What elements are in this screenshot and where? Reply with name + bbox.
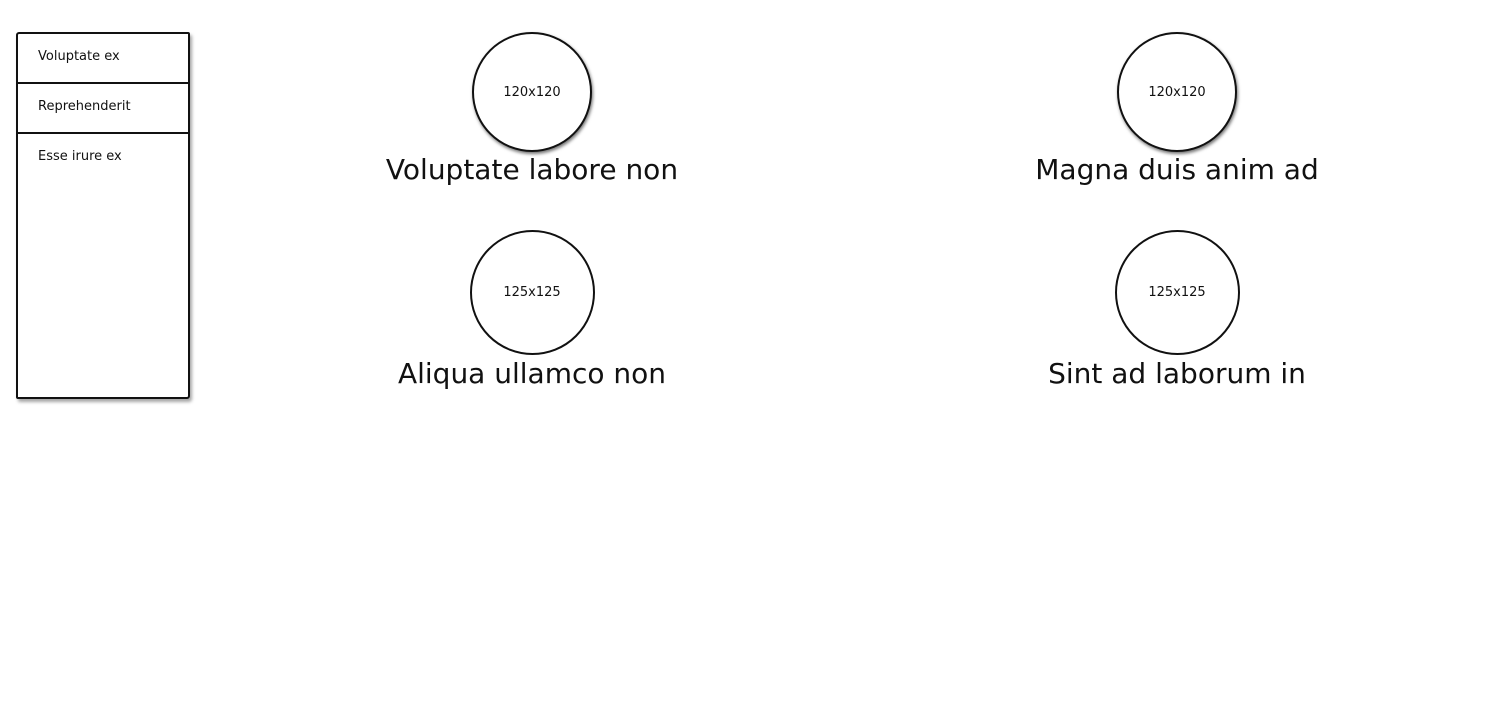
card-title: Sint ad laborum in [1048, 357, 1306, 390]
card-sint-ad-laborum-in: 125x125 Sint ad laborum in [1027, 230, 1327, 388]
card-title: Aliqua ullamco non [397, 357, 667, 390]
card-title: Magna duis anim ad [1035, 153, 1319, 186]
image-size-label: 125x125 [1148, 285, 1206, 300]
image-placeholder: 125x125 [469, 230, 595, 355]
image-size-label: 120x120 [1148, 84, 1206, 100]
sidebar-item-reprehenderit[interactable]: Reprehenderit [18, 84, 188, 134]
image-placeholder: 120x120 [472, 32, 592, 152]
sidebar-item-voluptate-ex[interactable]: Voluptate ex [18, 34, 188, 84]
sidebar-item-esse-irure-ex[interactable]: Esse irure ex [38, 149, 122, 164]
image-size-label: 120x120 [503, 84, 561, 100]
image-size-label: 125x125 [503, 285, 561, 300]
card-magna-duis-anim-ad: 120x120 Magna duis anim ad [1027, 32, 1327, 184]
card-voluptate-labore-non: 120x120 Voluptate labore non [382, 32, 682, 184]
image-placeholder: 125x125 [1114, 230, 1240, 355]
card-title: Voluptate labore non [385, 153, 679, 186]
sidebar-list: Voluptate ex Reprehenderit Esse irure ex [16, 32, 190, 399]
image-placeholder: 120x120 [1117, 32, 1237, 152]
card-aliqua-ullamco-non: 125x125 Aliqua ullamco non [382, 230, 682, 388]
